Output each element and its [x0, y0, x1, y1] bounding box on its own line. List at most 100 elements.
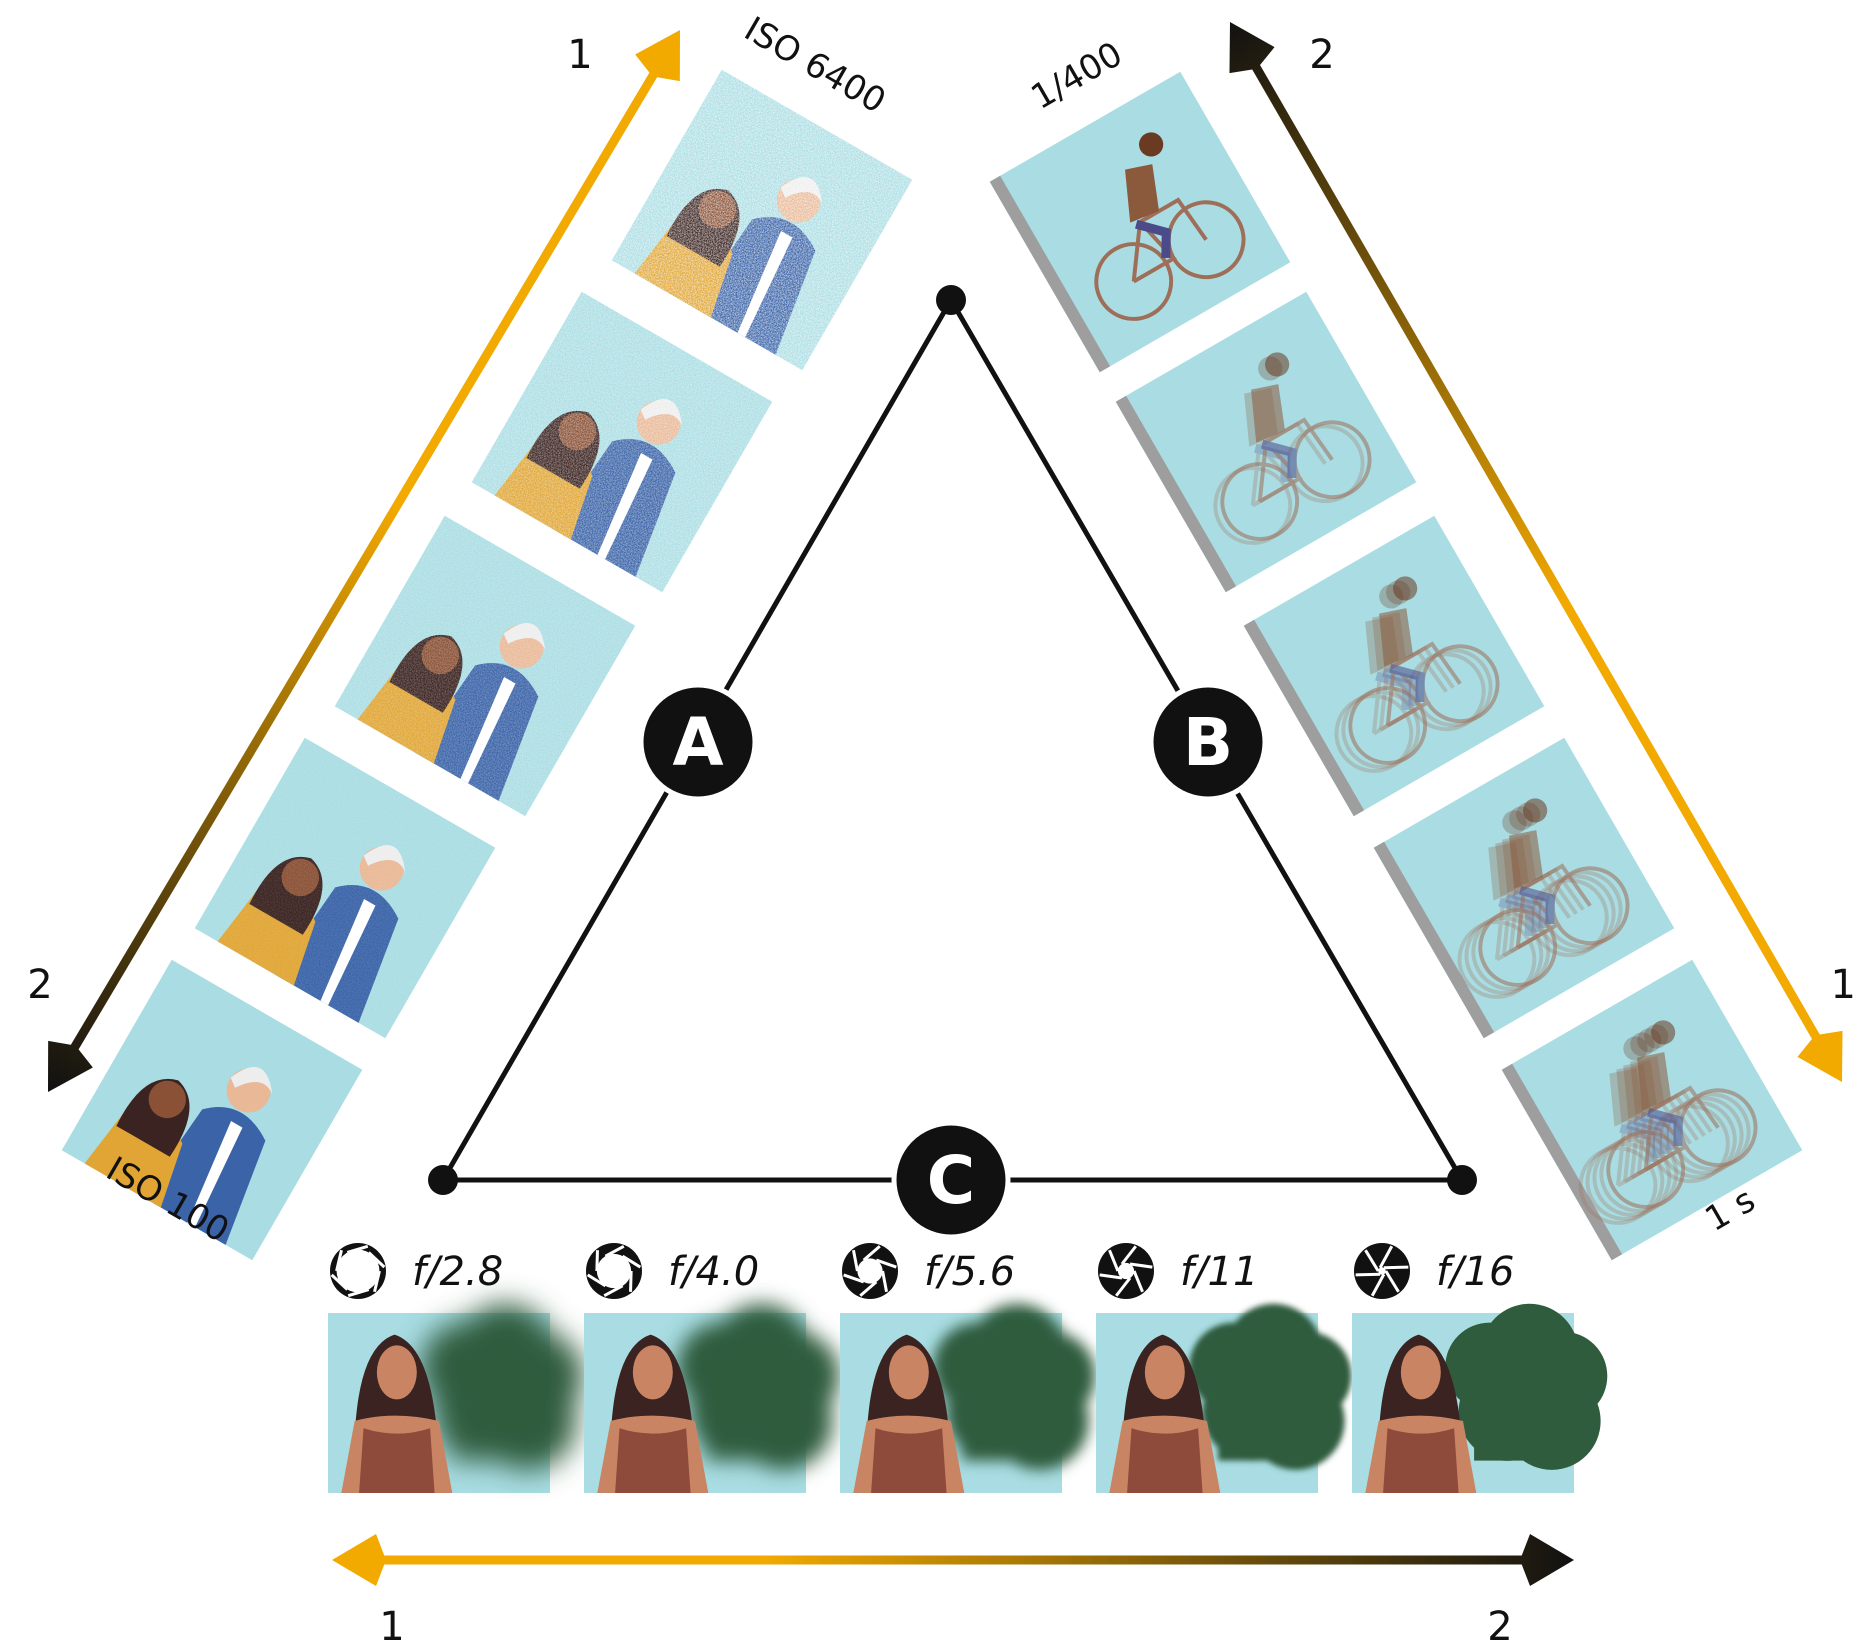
rider-head — [1630, 1032, 1655, 1057]
cyclist-ghost — [1578, 1036, 1730, 1225]
aperture-icon-opening — [596, 1253, 632, 1289]
iso-arrow — [48, 30, 680, 1092]
fstop-label: f/11 — [1180, 1249, 1258, 1295]
aperture-stop: f/4.0 — [584, 1243, 840, 1493]
fstop-label: f/16 — [1436, 1249, 1514, 1295]
aperture-stop: f/2.8 — [328, 1243, 584, 1493]
shutter-frame — [1115, 291, 1417, 593]
iso-arrow-bottom-number: 2 — [27, 962, 52, 1008]
woman-face — [1144, 1345, 1185, 1400]
bike-frame — [1643, 1085, 1720, 1172]
bike-frame — [1257, 417, 1334, 504]
woman-top — [615, 1428, 691, 1493]
rider-legs — [1261, 439, 1297, 478]
shutter-arrow-bottom-number: 1 — [1831, 962, 1856, 1008]
rider-body — [1125, 164, 1160, 223]
aperture-blade-line — [1099, 1273, 1123, 1280]
aperture-blade-line — [1129, 1262, 1153, 1269]
bike-frame — [1385, 641, 1462, 728]
woman-face — [376, 1345, 417, 1400]
shutter-frame — [989, 71, 1291, 373]
background-trees — [677, 1303, 840, 1470]
background-trees — [1445, 1303, 1608, 1470]
rider-head — [1502, 810, 1527, 835]
badge-a-label: A — [672, 704, 723, 781]
shutter-frame-road — [1501, 1063, 1623, 1261]
shutter-frame-road — [989, 175, 1111, 373]
cyclist-ghost — [1220, 352, 1372, 541]
cyclist — [1348, 576, 1500, 765]
portrait-woman — [341, 1334, 453, 1493]
rider-body — [1379, 608, 1414, 667]
aperture-frame — [840, 1303, 1096, 1493]
aperture-blade-line — [859, 1280, 878, 1297]
iso-frame — [194, 737, 496, 1039]
woman-top — [871, 1428, 947, 1493]
shutter-frame-road — [1115, 395, 1237, 593]
shutter-arrow-shaft — [1248, 57, 1824, 1047]
aperture-blade-line — [1115, 1277, 1132, 1297]
tree-base — [450, 1439, 550, 1461]
background-trees — [933, 1303, 1096, 1470]
portrait-woman — [1365, 1334, 1477, 1493]
fstop-label: f/5.6 — [924, 1249, 1015, 1295]
aperture-blade-line — [1132, 1270, 1144, 1293]
shutter-frame-road — [1373, 841, 1495, 1039]
aperture-blade-line — [330, 1273, 349, 1291]
iso-frame — [471, 291, 773, 593]
man-shirt — [187, 1121, 243, 1228]
aperture-icon-opening — [1117, 1262, 1135, 1280]
tree-base — [962, 1439, 1062, 1461]
badge-b: B — [1148, 682, 1268, 802]
woman-face — [632, 1345, 673, 1400]
shutter-arrow-head-end — [1797, 1030, 1843, 1082]
aperture-blade-line — [595, 1250, 599, 1272]
background-trees — [421, 1303, 584, 1470]
rider-legs — [1375, 671, 1411, 710]
iso-frame — [611, 69, 913, 371]
shutter-frame — [1373, 737, 1675, 1039]
aperture-blade-line — [1378, 1245, 1394, 1269]
aperture-blade-line — [346, 1244, 369, 1254]
rider-body — [1251, 384, 1286, 443]
iso-frame — [61, 959, 363, 1261]
aperture-frame — [328, 1303, 584, 1493]
rider-head — [1265, 352, 1290, 377]
rider-legs — [1647, 1107, 1683, 1146]
woman-top — [1383, 1428, 1459, 1493]
iso-noise-overlay — [611, 69, 913, 371]
aperture-arrow-head-end — [1520, 1534, 1574, 1586]
triangle-vertex-bottom-right — [1447, 1165, 1477, 1195]
aperture-blade-line — [373, 1270, 381, 1293]
shutter-arrow-head-start — [1229, 22, 1275, 74]
aperture-blade-line — [881, 1270, 889, 1293]
portrait-woman — [597, 1334, 709, 1493]
aperture-blade-line — [1355, 1272, 1381, 1277]
aperture-blade-line — [875, 1258, 897, 1269]
aperture-blade-line — [335, 1249, 343, 1272]
woman-face — [1400, 1345, 1441, 1400]
aperture-blade-line — [586, 1273, 607, 1288]
iso-frame — [334, 515, 636, 817]
portrait-woman — [1109, 1334, 1221, 1493]
iso-arrow-shaft — [66, 65, 662, 1057]
aperture-blade-line — [862, 1245, 881, 1262]
iso-arrow-top-number: 1 — [567, 32, 592, 78]
iso-noise-overlay — [471, 291, 773, 593]
cyclist-ghost — [1478, 798, 1630, 987]
aperture-frame — [1352, 1303, 1608, 1493]
cyclist-ghost — [1606, 1020, 1758, 1209]
aperture-blade-line — [851, 1249, 859, 1272]
shutter-frames-strip — [989, 71, 1803, 1261]
badge-c: C — [891, 1120, 1011, 1240]
rider-legs — [1505, 893, 1541, 932]
aperture-blade-line — [604, 1244, 625, 1258]
rider-head — [1523, 798, 1548, 823]
tree-base — [1218, 1439, 1318, 1461]
aperture-stop: f/5.6 — [840, 1243, 1096, 1493]
rider-body — [1637, 1052, 1672, 1111]
iso-noise-overlay — [194, 737, 496, 1039]
rider-legs — [1389, 663, 1425, 702]
aperture-frame — [584, 1303, 840, 1493]
